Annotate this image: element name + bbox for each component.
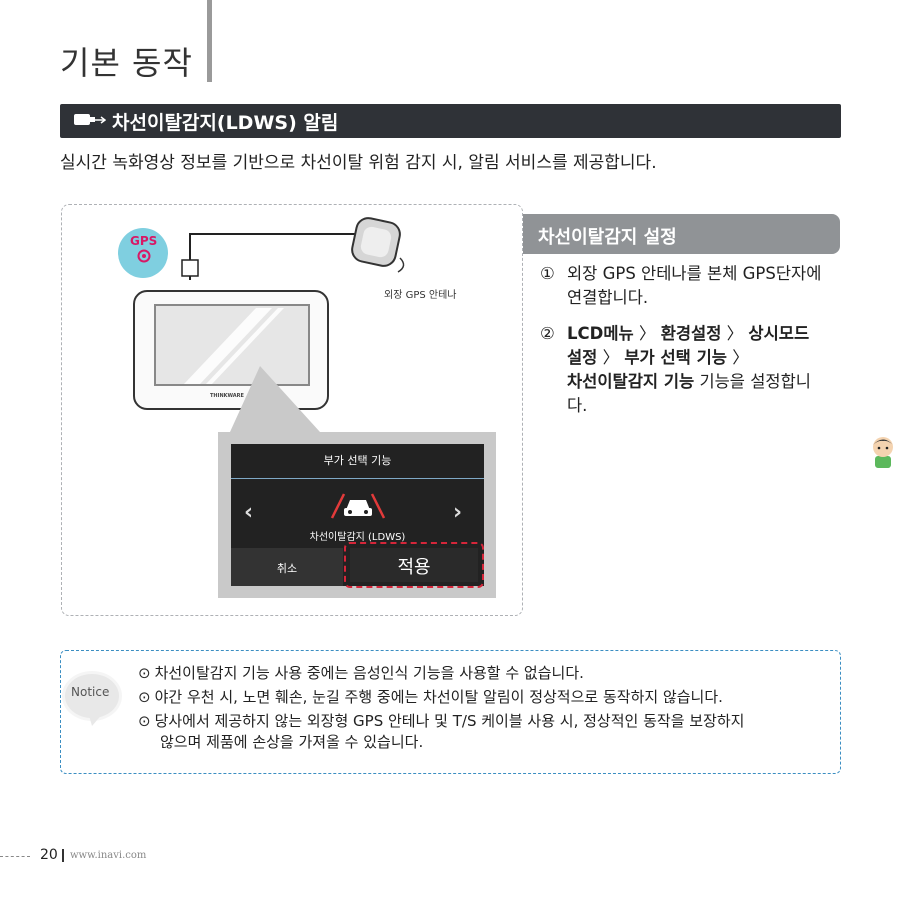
menu-path-settings: 환경설정 — [660, 324, 722, 343]
path-separator: 〉 — [732, 348, 749, 367]
bullet-icon: ⊙ — [138, 712, 151, 730]
mascot-icon — [873, 437, 893, 468]
step-1: ① 외장 GPS 안테나를 본체 GPS단자에 연결합니다. — [540, 262, 830, 310]
cancel-button[interactable] — [231, 548, 343, 586]
setup-heading-bar — [523, 214, 840, 254]
section-title: 차선이탈감지(LDWS) 알림 — [112, 112, 339, 134]
gps-port-badge — [118, 228, 168, 278]
menu-path-extra: 부가 선택 기능 — [624, 348, 727, 367]
notice-item: ⊙야간 우천 시, 노면 훼손, 눈길 주행 중에는 차선이탈 알림이 정상적으… — [138, 687, 723, 708]
intro-text: 실시간 녹화영상 정보를 기반으로 차선이탈 위험 감지 시, 알림 서비스를 … — [60, 153, 657, 173]
footer-website: www.inavi.com — [70, 850, 147, 861]
illustration-frame — [61, 204, 523, 616]
footer-separator — [62, 849, 64, 862]
camera-icon — [74, 114, 106, 125]
gps-port-icon — [137, 249, 151, 263]
notice-bubble-tail — [88, 712, 104, 726]
notice-box — [60, 650, 841, 774]
menu-path-continuous: 상시모드 설정 — [567, 324, 810, 367]
popup-divider — [231, 478, 484, 479]
gps-antenna-icon — [351, 217, 405, 273]
notice-text-continued: 않으며 제품에 손상을 가져올 수 있습니다. — [160, 733, 424, 751]
chapter-divider — [207, 0, 212, 82]
setup-heading: 차선이탈감지 설정 — [538, 227, 677, 248]
chevron-left-icon[interactable]: ‹ — [244, 500, 254, 525]
section-header-bar — [60, 104, 841, 138]
chapter-title: 기본 동작 — [60, 44, 193, 82]
step-tail: 기능을 설정합니다. — [567, 372, 811, 415]
screen-glare — [184, 308, 284, 384]
popup-function-label: 차선이탈감지 (LDWS) — [309, 532, 406, 543]
antenna-label: 외장 GPS 안테나 — [384, 290, 457, 301]
path-separator: 〉 — [638, 324, 656, 343]
gps-cable — [181, 233, 362, 280]
apply-button-label: 적용 — [397, 557, 431, 578]
popup-title: 부가 선택 기능 — [323, 454, 392, 467]
bullet-icon: ⊙ — [138, 688, 151, 706]
notice-text: 차선이탈감지 기능 사용 중에는 음성인식 기능을 사용할 수 없습니다. — [154, 664, 584, 682]
notice-text: 당사에서 제공하지 않는 외장형 GPS 안테나 및 T/S 케이블 사용 시,… — [154, 712, 745, 730]
notice-bubble — [65, 674, 119, 718]
step-text: LCD메뉴 〉 환경설정 〉 상시모드 설정 〉 부가 선택 기능 〉 차선이탈감… — [540, 322, 830, 418]
notice-text: 야간 우천 시, 노면 훼손, 눈길 주행 중에는 차선이탈 알림이 정상적으로… — [154, 688, 723, 706]
function-name: 차선이탈감지 기능 — [567, 372, 695, 391]
cancel-button-label: 취소 — [276, 562, 298, 575]
footer-rule — [0, 856, 30, 857]
menu-path-lcd: LCD메뉴 — [567, 324, 634, 343]
path-separator: 〉 — [726, 324, 744, 343]
path-separator: 〉 — [602, 348, 620, 367]
chevron-right-icon[interactable]: › — [453, 500, 463, 525]
step-2: ② LCD메뉴 〉 환경설정 〉 상시모드 설정 〉 부가 선택 기능 〉 차선이… — [540, 322, 830, 418]
gps-badge-label: GPS — [130, 234, 158, 248]
step-number: ① — [540, 264, 555, 283]
lane-departure-icon — [330, 493, 386, 519]
step-number: ② — [540, 324, 555, 343]
notice-label: Notice — [71, 685, 110, 699]
apply-button[interactable] — [350, 548, 478, 582]
notice-item: ⊙당사에서 제공하지 않는 외장형 GPS 안테나 및 T/S 케이블 사용 시… — [138, 711, 828, 753]
step-text: 외장 GPS 안테나를 본체 GPS단자에 연결합니다. — [567, 264, 822, 307]
notice-item: ⊙차선이탈감지 기능 사용 중에는 음성인식 기능을 사용할 수 없습니다. — [138, 663, 584, 684]
popup-callout — [230, 366, 320, 432]
bullet-icon: ⊙ — [138, 664, 151, 682]
device-brand: THINKWARE — [210, 393, 244, 399]
page-number: 20 — [40, 847, 58, 863]
apply-highlight — [344, 542, 484, 588]
